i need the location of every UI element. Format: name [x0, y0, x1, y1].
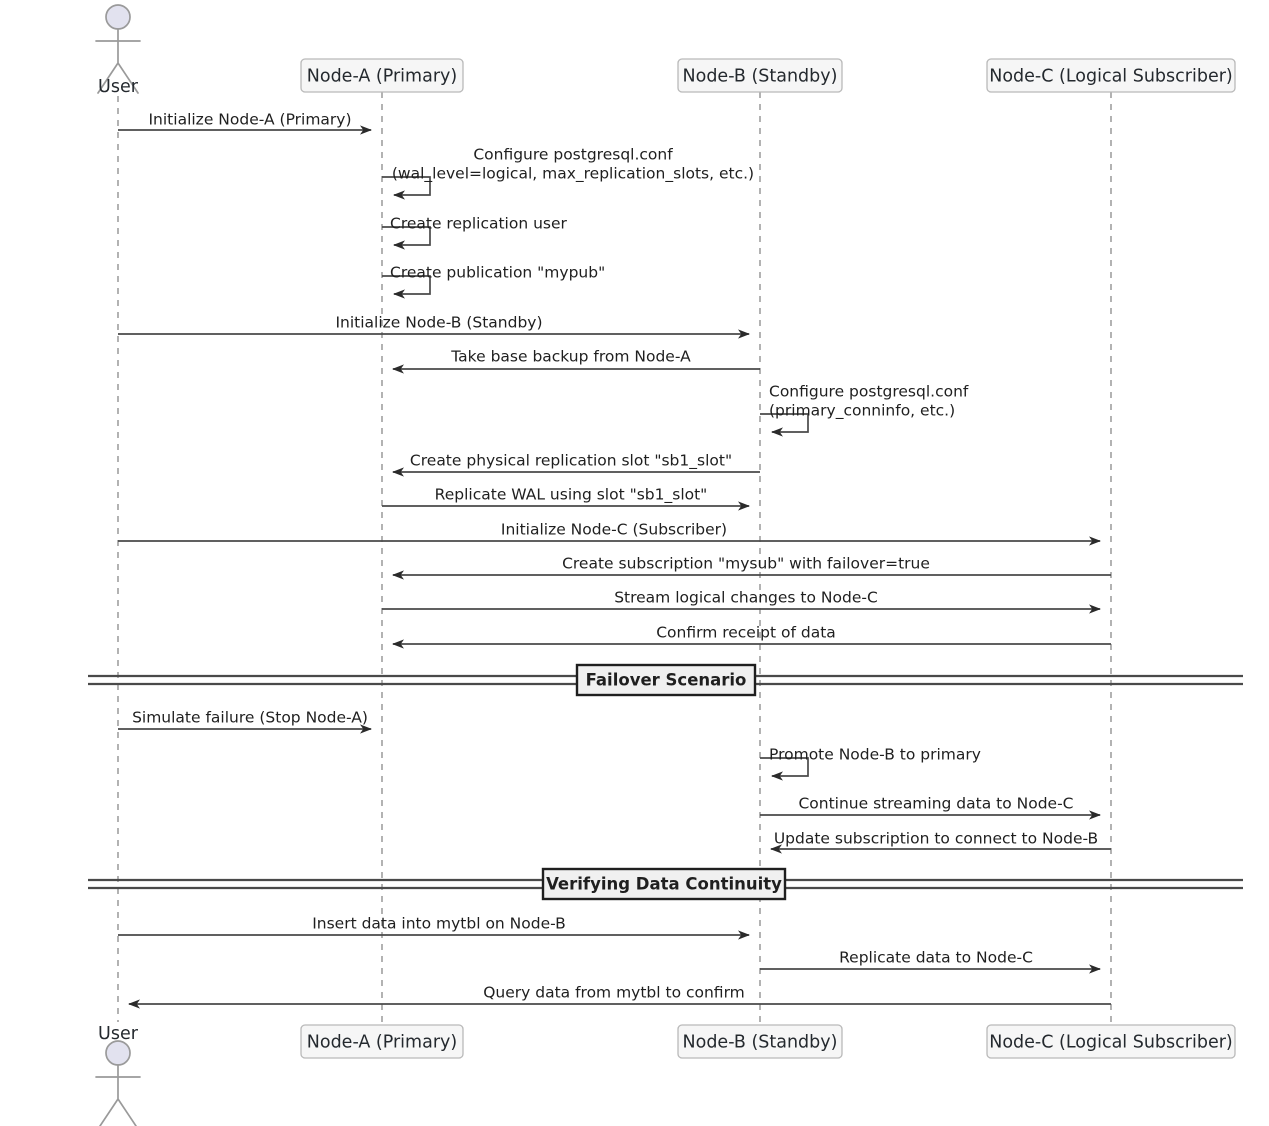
- participant-box: [300, 58, 464, 93]
- actor-body-icon: [95, 1064, 141, 1126]
- participant-node_a-bottom[interactable]: Node-A (Primary): [300, 1024, 464, 1059]
- message-15-call[interactable]: Continue streaming data to Node-C: [760, 795, 1101, 820]
- participant-node_c-bottom[interactable]: Node-C (Logical Subscriber): [986, 1024, 1236, 1059]
- divider-1[interactable]: Verifying Data Continuity: [88, 867, 1243, 901]
- participant-label: Node-A (Primary): [307, 1033, 457, 1053]
- lifelines-layer: [117, 92, 1112, 1025]
- message-label: Create subscription "mysub" with failove…: [562, 555, 930, 573]
- message-label: (wal_level=logical, max_replication_slot…: [392, 165, 754, 184]
- message-label: Initialize Node-B (Standby): [335, 314, 542, 332]
- actor-head-icon: [105, 1040, 131, 1066]
- participant-node_c-top[interactable]: Node-C (Logical Subscriber): [986, 58, 1236, 93]
- message-17-call[interactable]: Insert data into mytbl on Node-B: [118, 915, 750, 940]
- message-label: Create physical replication slot "sb1_sl…: [410, 452, 732, 471]
- message-19-return[interactable]: Query data from mytbl to confirm: [128, 984, 1111, 1009]
- message-label: Configure postgresql.conf: [769, 383, 969, 401]
- message-10-return[interactable]: Create subscription "mysub" with failove…: [392, 555, 1111, 580]
- participant-label: Node-B (Standby): [683, 1033, 838, 1053]
- message-4-call[interactable]: Initialize Node-B (Standby): [118, 314, 750, 339]
- actor-user-top[interactable]: User: [95, 4, 141, 97]
- actor-label: User: [98, 1024, 139, 1044]
- message-2-self[interactable]: Create replication user: [382, 215, 568, 250]
- self-message-arrow: [760, 757, 809, 781]
- message-label: Stream logical changes to Node-C: [614, 589, 878, 607]
- message-13-call[interactable]: Simulate failure (Stop Node-A): [118, 709, 372, 734]
- participant-box: [300, 1024, 464, 1059]
- message-label: Update subscription to connect to Node-B: [774, 830, 1098, 848]
- actor-head-icon: [105, 4, 131, 30]
- message-label: Replicate data to Node-C: [839, 949, 1033, 967]
- message-16-return[interactable]: Update subscription to connect to Node-B: [770, 830, 1111, 854]
- message-3-self[interactable]: Create publication "mypub": [382, 264, 605, 299]
- participant-label: Node-C (Logical Subscriber): [989, 67, 1233, 87]
- participant-box: [677, 58, 843, 93]
- message-6-self[interactable]: Configure postgresql.conf(primary_connin…: [760, 383, 969, 437]
- message-12-return[interactable]: Confirm receipt of data: [392, 624, 1111, 649]
- message-label: (primary_conninfo, etc.): [769, 402, 955, 421]
- message-label: Continue streaming data to Node-C: [798, 795, 1073, 813]
- message-label: Configure postgresql.conf: [473, 146, 673, 164]
- message-label: Create publication "mypub": [390, 264, 605, 282]
- participant-box: [986, 58, 1236, 93]
- message-label: Replicate WAL using slot "sb1_slot": [435, 486, 708, 505]
- self-message-arrow: [760, 413, 809, 437]
- message-7-return[interactable]: Create physical replication slot "sb1_sl…: [392, 452, 760, 477]
- self-message-arrow: [382, 275, 431, 299]
- participant-node_b-top[interactable]: Node-B (Standby): [677, 58, 843, 93]
- self-message-arrow: [382, 226, 431, 250]
- message-11-call[interactable]: Stream logical changes to Node-C: [382, 589, 1101, 614]
- participants-layer: Node-A (Primary) Node-B (Standby) Node-C (…: [300, 58, 1236, 1059]
- messages-layer: Initialize Node-A (Primary) Configure pos…: [118, 111, 1111, 1009]
- divider-label: Failover Scenario: [586, 671, 747, 690]
- participant-label: Node-C (Logical Subscriber): [989, 1033, 1233, 1053]
- message-label: Take base backup from Node-A: [450, 348, 691, 366]
- participant-node_b-bottom[interactable]: Node-B (Standby): [677, 1024, 843, 1059]
- actor-body-icon: [95, 28, 141, 94]
- message-8-call[interactable]: Replicate WAL using slot "sb1_slot": [382, 486, 750, 511]
- participant-box: [986, 1024, 1236, 1059]
- self-message-arrow: [382, 176, 431, 200]
- divider-box: [575, 663, 757, 697]
- message-label: Create replication user: [390, 215, 568, 233]
- message-14-self[interactable]: Promote Node-B to primary: [760, 746, 981, 781]
- participant-node_a-top[interactable]: Node-A (Primary): [300, 58, 464, 93]
- message-1-self[interactable]: Configure postgresql.conf(wal_level=logi…: [382, 146, 754, 200]
- message-label: Promote Node-B to primary: [769, 746, 981, 764]
- message-label: Confirm receipt of data: [656, 624, 836, 642]
- divider-label: Verifying Data Continuity: [546, 875, 782, 894]
- participant-label: Node-B (Standby): [683, 67, 838, 87]
- message-18-call[interactable]: Replicate data to Node-C: [760, 949, 1101, 974]
- actor-user-bottom[interactable]: User: [95, 1024, 141, 1126]
- message-label: Simulate failure (Stop Node-A): [132, 709, 368, 727]
- participant-box: [677, 1024, 843, 1059]
- participant-label: Node-A (Primary): [307, 67, 457, 87]
- actor-label: User: [98, 77, 139, 97]
- message-label: Initialize Node-A (Primary): [148, 111, 351, 129]
- message-label: Initialize Node-C (Subscriber): [501, 521, 727, 539]
- message-5-return[interactable]: Take base backup from Node-A: [392, 348, 760, 374]
- divider-box: [541, 867, 787, 901]
- message-label: Query data from mytbl to confirm: [483, 984, 745, 1002]
- message-label: Insert data into mytbl on Node-B: [312, 915, 566, 933]
- divider-0[interactable]: Failover Scenario: [88, 663, 1243, 697]
- message-9-call[interactable]: Initialize Node-C (Subscriber): [118, 521, 1101, 546]
- message-0-call[interactable]: Initialize Node-A (Primary): [118, 111, 372, 135]
